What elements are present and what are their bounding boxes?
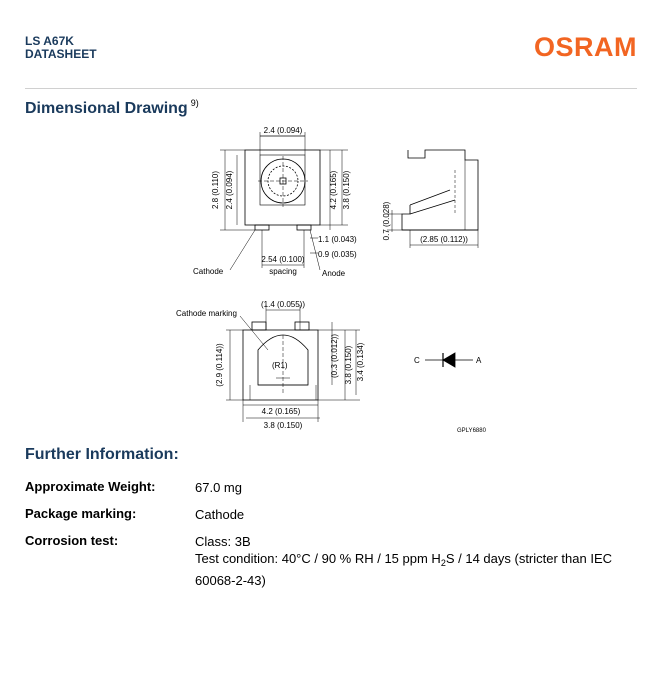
label-dim-11: 1.1 (0.043) bbox=[318, 235, 357, 244]
label-dim-14: (1.4 (0.055)) bbox=[261, 300, 305, 309]
label-dim-254: 2.54 (0.100) bbox=[261, 255, 304, 264]
label-cathode: Cathode bbox=[193, 267, 224, 276]
info-value: Class: 3B Test condition: 40°C / 90 % RH… bbox=[195, 533, 615, 589]
header-divider bbox=[25, 88, 637, 89]
label-dim-38h: 3.8 (0.150) bbox=[264, 421, 303, 430]
info-value: Cathode bbox=[195, 507, 245, 522]
label-dim-34: 3.4 (0.134) bbox=[356, 342, 365, 381]
info-label: Approximate Weight: bbox=[25, 479, 156, 494]
bottom-view bbox=[226, 305, 360, 422]
label-top-width: 2.4 (0.094) bbox=[264, 126, 303, 135]
further-information-heading: Further Information: bbox=[25, 446, 179, 463]
label-dim-29: (2.9 (0.114)) bbox=[215, 343, 224, 387]
diode-symbol bbox=[425, 352, 473, 368]
product-header: LS A67K DATASHEET bbox=[25, 35, 97, 61]
label-dim-38b: 3.8 (0.150) bbox=[344, 345, 353, 384]
label-spacing: spacing bbox=[269, 267, 297, 276]
info-label: Package marking: bbox=[25, 506, 137, 521]
label-dim-38v: 3.8 (0.150) bbox=[342, 170, 351, 209]
product-name: LS A67K bbox=[25, 34, 74, 48]
label-r1: (R1) bbox=[272, 361, 288, 370]
label-cathode-marking: Cathode marking bbox=[176, 309, 237, 318]
side-view bbox=[387, 149, 479, 248]
label-dim-07: 0.7 (0.028) bbox=[382, 201, 391, 240]
info-label: Corrosion test: bbox=[25, 533, 119, 548]
document-type: DATASHEET bbox=[25, 47, 97, 61]
label-dim-42h: 4.2 (0.165) bbox=[262, 407, 301, 416]
label-dim-03: (0.3 (0.012)) bbox=[330, 334, 339, 378]
dimensional-drawing: 2.4 (0.094) 2.8 (0.110) 2.4 (0.094) 4.2 … bbox=[176, 126, 487, 434]
info-value: 67.0 mg bbox=[195, 480, 242, 495]
label-sym-a: A bbox=[476, 356, 482, 365]
footnote-ref: 9) bbox=[190, 98, 199, 108]
label-dim-09: 0.9 (0.035) bbox=[318, 250, 357, 259]
label-dim-24v: 2.4 (0.094) bbox=[225, 170, 234, 209]
label-drawing-code: GPLY6880 bbox=[457, 428, 487, 434]
top-view bbox=[220, 132, 348, 271]
osram-logo: OSRAM bbox=[534, 32, 637, 62]
label-dim-285: (2.85 (0.112)) bbox=[420, 235, 468, 244]
label-sym-c: C bbox=[414, 356, 420, 365]
label-anode: Anode bbox=[322, 269, 346, 278]
label-dim-28: 2.8 (0.110) bbox=[211, 171, 220, 209]
corrosion-class: Class: 3B bbox=[195, 534, 251, 549]
corrosion-condition: Test condition: 40°C / 90 % RH / 15 ppm … bbox=[195, 551, 613, 588]
label-dim-42v: 4.2 (0.165) bbox=[329, 170, 338, 209]
